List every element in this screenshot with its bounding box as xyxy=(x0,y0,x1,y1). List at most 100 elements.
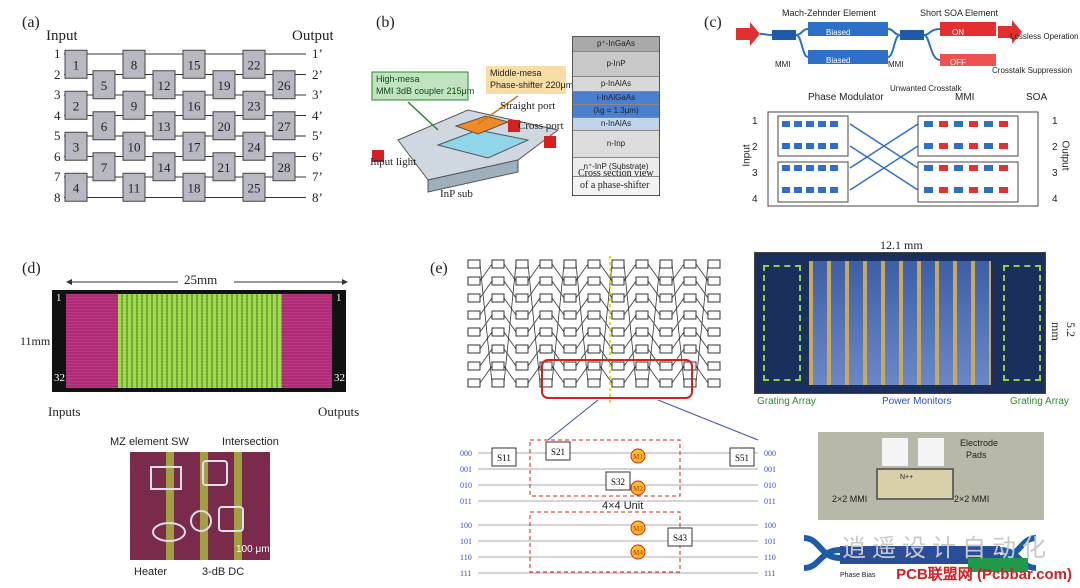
switch-box xyxy=(152,152,176,182)
switch-node xyxy=(467,276,481,286)
switch-node xyxy=(707,259,721,269)
high-mesa-label: High-mesa xyxy=(376,74,420,84)
network-link xyxy=(551,263,565,384)
port-code-right: 110 xyxy=(764,553,776,562)
switch-box xyxy=(122,131,146,161)
chip-layout-photo xyxy=(754,252,1046,394)
switch-node xyxy=(683,259,697,269)
watermark: 逍遥设计自动化 xyxy=(842,534,1052,562)
mmi-block xyxy=(806,165,814,171)
network-link xyxy=(575,297,589,316)
port-code-left: 111 xyxy=(460,569,471,578)
modulator-block xyxy=(939,165,948,171)
inp-sub-label: InP sub xyxy=(440,188,473,200)
port-code-right: 001 xyxy=(764,465,776,474)
port-code-right: 011 xyxy=(764,497,776,506)
port-code-left: 000 xyxy=(460,449,472,458)
switch-node xyxy=(515,293,529,303)
phase-shifter-label: Phase-shifter 220μm xyxy=(490,80,574,90)
switch-node xyxy=(563,378,577,388)
outputs-label: Outputs xyxy=(318,404,360,419)
switch-node xyxy=(683,378,697,388)
network-link xyxy=(623,314,637,333)
network-link xyxy=(671,297,685,316)
switch-number: 9 xyxy=(131,98,138,113)
output-port-number: 3 xyxy=(1052,168,1058,179)
switch-node xyxy=(491,310,505,320)
switch-node xyxy=(707,361,721,371)
input-heading: Input xyxy=(46,28,78,44)
modulator-block xyxy=(969,187,978,193)
mmi-block xyxy=(830,121,838,127)
switch-node xyxy=(683,361,697,371)
switch-number: 18 xyxy=(188,180,201,195)
panel-a-label: (a) xyxy=(22,14,40,31)
switch-node xyxy=(683,310,697,320)
modulator-block xyxy=(924,187,933,193)
network-link xyxy=(575,314,589,333)
dc-label: 3-dB DC xyxy=(202,566,245,578)
middle-mesa-label: Middle-mesa xyxy=(490,68,542,78)
network-link xyxy=(479,348,493,367)
port-code-right: 100 xyxy=(764,521,776,530)
mmi-block xyxy=(818,143,826,149)
network-link xyxy=(671,314,685,333)
network-link xyxy=(527,297,541,316)
network-link xyxy=(623,263,637,282)
zoom-line xyxy=(657,400,759,441)
switch-node xyxy=(659,276,673,286)
benes-network-schematic xyxy=(467,256,721,404)
pads-label: Pads xyxy=(966,450,987,460)
electrode-label: Electrode xyxy=(960,438,999,448)
modulator-label: M3 xyxy=(633,525,643,533)
switch-node xyxy=(515,259,529,269)
input-port-label: 3 xyxy=(54,87,61,102)
network-link xyxy=(647,297,661,316)
panel-d-label: (d) xyxy=(22,260,41,277)
network-link xyxy=(647,280,661,299)
modulator-block xyxy=(999,121,1008,127)
switch-number: 25 xyxy=(248,180,261,195)
crosstalk-suppression-label: Crosstalk Suppression xyxy=(992,66,1073,75)
output-heading: Output xyxy=(292,28,334,44)
switch-box xyxy=(122,172,146,202)
switch-box xyxy=(182,131,206,161)
switch-number: 7 xyxy=(101,160,108,175)
modulator-label: M4 xyxy=(633,549,643,557)
modulator xyxy=(630,520,646,536)
modulator-block xyxy=(984,143,993,149)
network-link xyxy=(647,365,661,384)
layer-label: (λg = 1.3μm) xyxy=(573,105,659,118)
port-code-left: 110 xyxy=(460,553,472,562)
switch-box xyxy=(92,111,116,141)
layer-label: p⁺-InGaAs xyxy=(573,37,659,52)
switch-node xyxy=(587,327,601,337)
modulator-block xyxy=(984,165,993,171)
highlight-box xyxy=(541,359,693,399)
modulator-block xyxy=(924,165,933,171)
switch-node xyxy=(635,361,649,371)
switch-number: 15 xyxy=(188,57,201,72)
footer-link[interactable]: PCB联盟网 (Pcbbar.com) xyxy=(896,566,1072,583)
switch-node xyxy=(467,361,481,371)
switch-node xyxy=(563,293,577,303)
switch-box xyxy=(64,131,88,161)
modulator-block xyxy=(954,143,963,149)
network-link xyxy=(599,263,613,384)
input-port-label: 4 xyxy=(54,107,61,123)
switch-node xyxy=(635,327,649,337)
modulator-block xyxy=(999,165,1008,171)
layer-label: n⁺-InP (Substrate) xyxy=(573,158,659,177)
switch-node xyxy=(539,276,553,286)
switch-node xyxy=(539,327,553,337)
switch-node xyxy=(635,276,649,286)
mmi-block xyxy=(782,121,790,127)
mmi-block xyxy=(782,187,790,193)
network-link xyxy=(503,348,517,367)
network-link xyxy=(575,365,589,384)
switch-group xyxy=(917,115,1019,157)
network-link xyxy=(695,348,709,367)
mz-element-schematic xyxy=(736,20,1022,66)
switch-node xyxy=(659,310,673,320)
